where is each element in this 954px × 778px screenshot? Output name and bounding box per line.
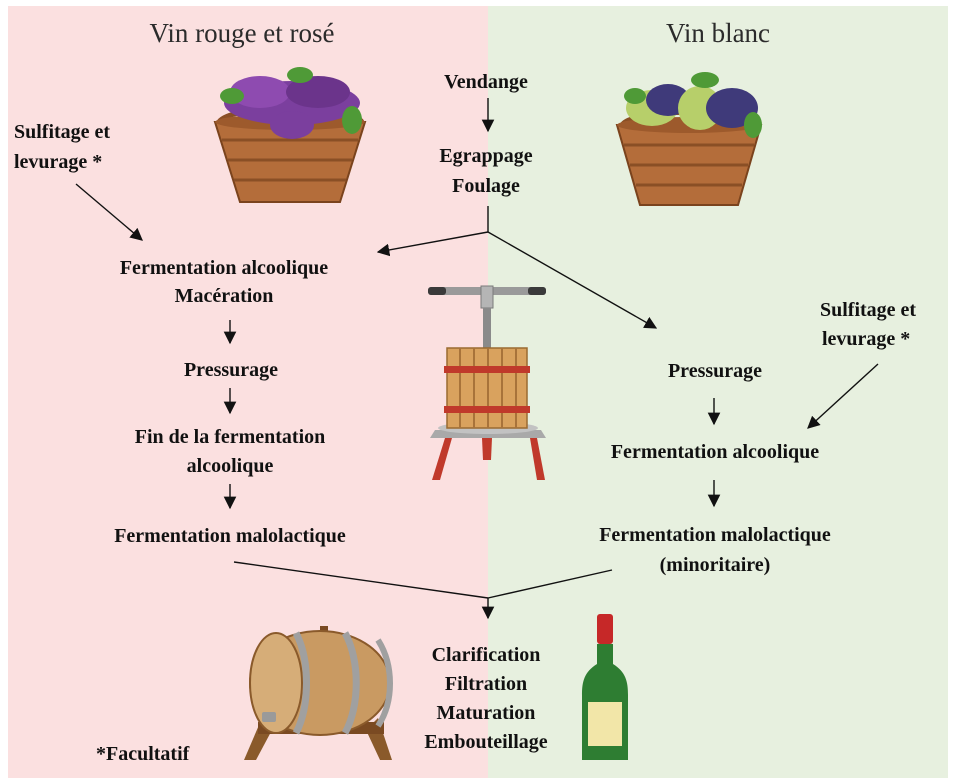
label-red-sulfitage-line1: Sulfitage et: [14, 121, 110, 143]
line-red-merge: [233, 561, 489, 599]
arrow-sulfitage-red: [75, 183, 143, 241]
label-white-malolactique-line1: Fermentation malolactique: [599, 524, 831, 546]
label-red-fin-fermentation-line1: Fin de la fermentation: [135, 426, 326, 448]
label-embouteillage: Embouteillage: [424, 731, 547, 753]
red-wine-header: Vin rouge et rosé: [149, 18, 334, 48]
wine-barrel-icon: [244, 626, 393, 760]
white-grape-basket-icon: [615, 72, 763, 206]
label-foulage: Foulage: [452, 175, 520, 197]
arrow-sulfitage-white: [807, 363, 879, 429]
label-white-sulfitage-line2: levurage *: [822, 328, 910, 350]
footnote: *Facultatif: [96, 743, 190, 765]
label-filtration: Filtration: [445, 673, 527, 695]
arrow-branch-red: [376, 231, 489, 257]
label-white-fermentation: Fermentation alcoolique: [611, 441, 819, 463]
label-white-sulfitage-line1: Sulfitage et: [820, 299, 916, 321]
label-red-sulfitage-line2: levurage *: [14, 151, 102, 173]
white-wine-header: Vin blanc: [666, 18, 770, 48]
label-maturation: Maturation: [437, 702, 536, 724]
arrow-branch-white: [487, 231, 658, 329]
label-clarification: Clarification: [432, 644, 541, 666]
red-grape-basket-icon: [213, 67, 367, 203]
label-red-malolactique: Fermentation malolactique: [114, 525, 346, 547]
label-red-maceration: Macération: [175, 285, 274, 307]
label-egrappage: Egrappage: [439, 145, 532, 167]
line-white-merge: [487, 569, 613, 599]
label-red-fin-fermentation-line2: alcoolique: [187, 455, 274, 477]
label-red-fermentation: Fermentation alcoolique: [120, 257, 328, 279]
label-red-pressurage: Pressurage: [184, 359, 278, 381]
label-white-malolactique-line2: (minoritaire): [660, 554, 771, 576]
wine-press-icon: [428, 285, 546, 480]
label-white-pressurage: Pressurage: [668, 360, 762, 382]
label-vendange: Vendange: [444, 71, 528, 93]
wine-bottle-icon: [582, 614, 628, 760]
flow-arrows: [75, 98, 879, 620]
